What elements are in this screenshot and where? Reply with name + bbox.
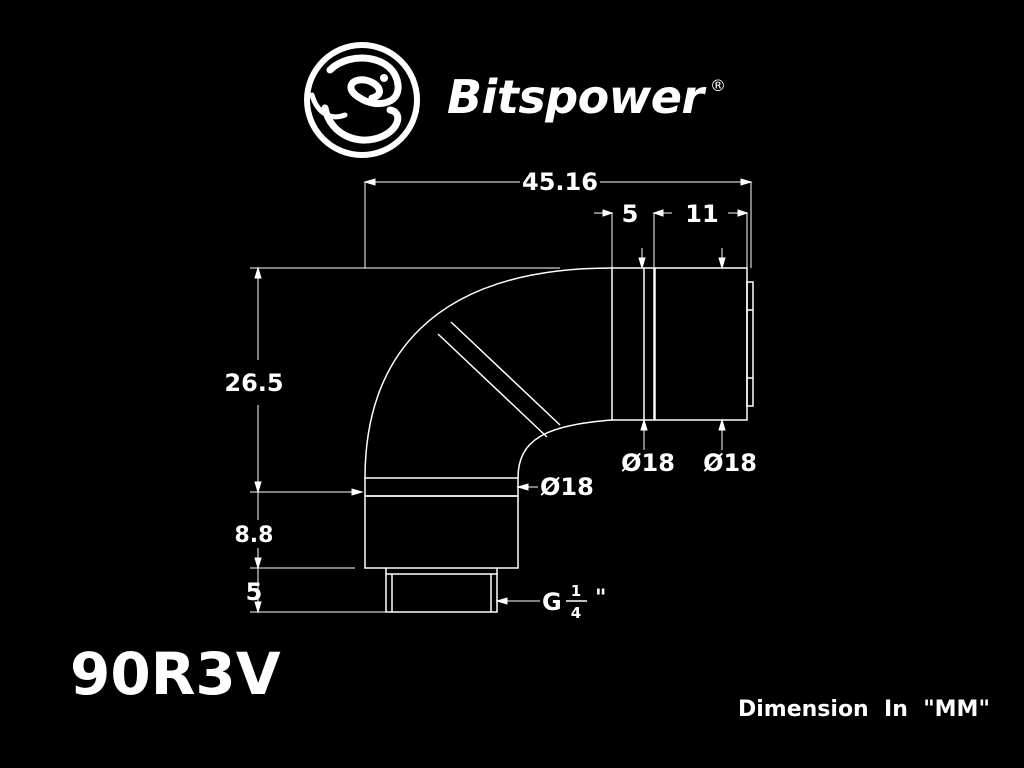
dim-diameter-base: Ø18 [540,473,594,501]
dimension-lines [250,178,753,614]
dim-thread-length: 5 [246,578,263,606]
dim-overall-length: 45.16 [522,168,598,196]
thread-denominator: 4 [571,604,581,622]
lower-ring [364,477,519,497]
top-ring [611,267,655,421]
fitting-outline [364,267,754,613]
registered-mark: ® [710,76,726,95]
dim-end-length: 11 [685,200,718,228]
dim-base-height: 8.8 [235,523,274,548]
brand-name: Bitspower [447,70,704,124]
swivel-joint-line-a [437,333,548,438]
dim-ring-width: 5 [622,200,639,228]
elbow-outer-arc [364,267,613,479]
thread-numerator: 1 [571,582,581,600]
thread-prefix: G [542,588,562,616]
model-name: 90R3V [70,640,281,708]
elbow-inner-curve [517,419,613,479]
thread-section [385,573,498,613]
end-section [654,267,748,421]
dim-diameter-ring: Ø18 [621,449,675,477]
thread-suffix: " [595,586,606,611]
dim-height: 26.5 [224,369,283,397]
dim-diameter-end: Ø18 [703,449,757,477]
swivel-joint-line-b [450,321,561,426]
units-note: Dimension In "MM" [738,697,990,722]
base-body [364,495,519,569]
end-nub [746,281,754,407]
dragon-emblem-icon [304,42,420,158]
